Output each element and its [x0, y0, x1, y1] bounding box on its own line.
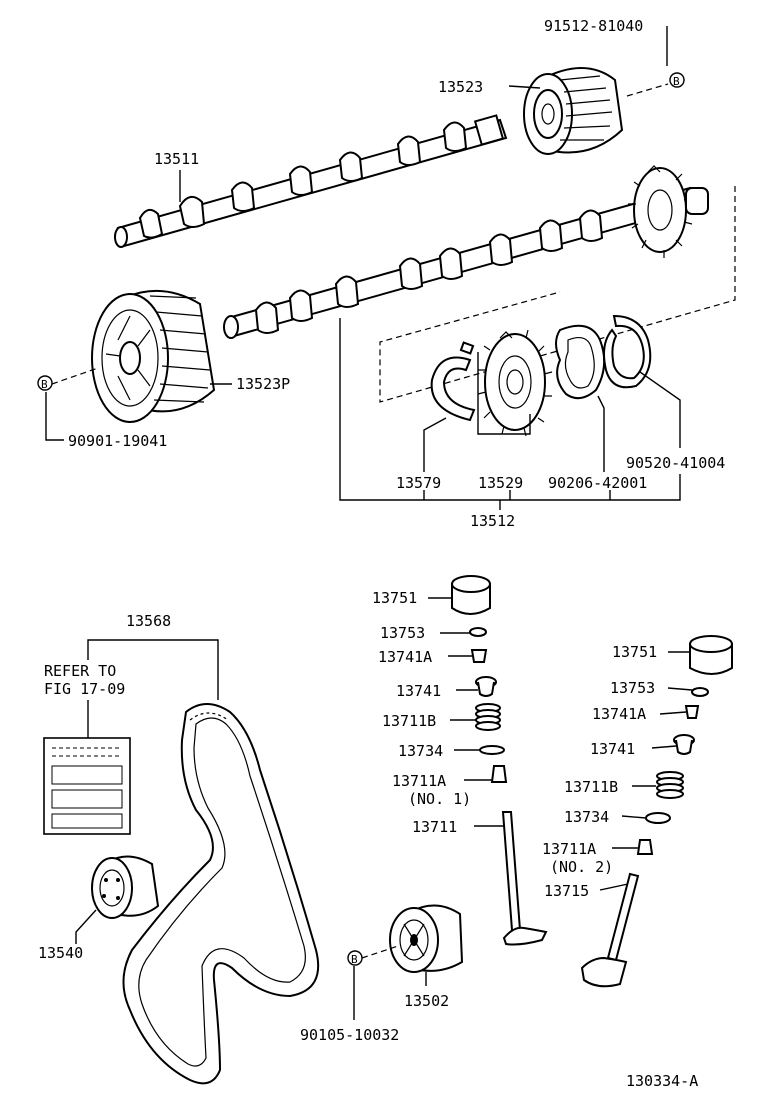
valve-exhaust: [580, 872, 640, 988]
refer-line-1: REFER TO: [44, 662, 116, 680]
snap-ring-13579: [430, 356, 476, 422]
camshaft-upper: [114, 114, 508, 248]
shim-a: [469, 627, 487, 637]
label-91512-81040: 91512-81040: [544, 17, 643, 35]
label-a-13711A-sub: (NO. 1): [408, 790, 471, 808]
cam-timing-pulley: [91, 290, 216, 423]
svg-text:B: B: [673, 75, 680, 88]
spring-seat-b: [645, 812, 671, 824]
retainer-b: [673, 734, 695, 755]
scissors-gear-on-shaft: [628, 165, 709, 258]
stem-seal-a: [490, 765, 508, 783]
camshaft-lower: [223, 186, 698, 339]
label-a-13751: 13751: [372, 589, 417, 607]
label-a-13711B: 13711B: [382, 712, 436, 730]
keeper-a: [470, 649, 488, 663]
svg-text:B: B: [351, 953, 358, 966]
snap-ring-90520: [603, 314, 652, 389]
keeper-b: [684, 705, 700, 719]
callout-b-bottom: B: [347, 950, 363, 966]
label-a-13711A: 13711A: [392, 772, 446, 790]
label-13523p: 13523P: [236, 375, 290, 393]
label-13579: 13579: [396, 474, 441, 492]
label-b-13715: 13715: [544, 882, 589, 900]
idler-pulley-13540: [91, 855, 160, 919]
label-13502: 13502: [404, 992, 449, 1010]
callout-b-top: B: [669, 72, 685, 88]
label-90520-41004: 90520-41004: [626, 454, 725, 472]
valve-intake: [501, 811, 548, 946]
valve-lifter-b: [689, 635, 733, 675]
label-90901-19041: 90901-19041: [68, 432, 167, 450]
callout-b-left: B: [37, 375, 53, 391]
label-a-13711: 13711: [412, 818, 457, 836]
label-a-13741A: 13741A: [378, 648, 432, 666]
label-90206-42001: 90206-42001: [548, 474, 647, 492]
label-a-13734: 13734: [398, 742, 443, 760]
refer-line-2: FIG 17-09: [44, 680, 125, 698]
label-a-13753: 13753: [380, 624, 425, 642]
label-13511: 13511: [154, 150, 199, 168]
label-13512: 13512: [470, 512, 515, 530]
exploded-box-outline: [379, 186, 736, 403]
label-b-13741A: 13741A: [592, 705, 646, 723]
leader-13568: [87, 639, 219, 700]
label-13568: 13568: [126, 612, 171, 630]
label-b-13753: 13753: [610, 679, 655, 697]
label-13529: 13529: [478, 474, 523, 492]
cam-gear-upper: [523, 67, 624, 155]
label-b-13751: 13751: [612, 643, 657, 661]
wave-washer-90206: [555, 324, 606, 400]
label-13523: 13523: [438, 78, 483, 96]
shim-b: [691, 687, 709, 697]
label-13540: 13540: [38, 944, 83, 962]
label-b-13741: 13741: [590, 740, 635, 758]
label-b-13711A-sub: (NO. 2): [550, 858, 613, 876]
valve-lifter-a: [451, 575, 491, 615]
belt-label-card-icon: [43, 737, 131, 835]
spring-seat-a: [479, 745, 505, 755]
label-90105-10032: 90105-10032: [300, 1026, 399, 1044]
label-b-13711A: 13711A: [542, 840, 596, 858]
tensioner-pulley-13502: [389, 904, 464, 973]
sub-gear-13529: [459, 329, 553, 437]
svg-text:B: B: [41, 378, 48, 391]
valve-spring-a: [475, 703, 501, 731]
diagram-id: 130334-A: [626, 1072, 698, 1090]
retainer-a: [475, 676, 497, 697]
valve-spring-b: [656, 771, 684, 799]
stem-seal-b: [636, 839, 654, 855]
label-b-13711B: 13711B: [564, 778, 618, 796]
label-a-13741: 13741: [396, 682, 441, 700]
label-b-13734: 13734: [564, 808, 609, 826]
leaders-top: [45, 26, 681, 510]
timing-belt: [122, 703, 320, 1085]
